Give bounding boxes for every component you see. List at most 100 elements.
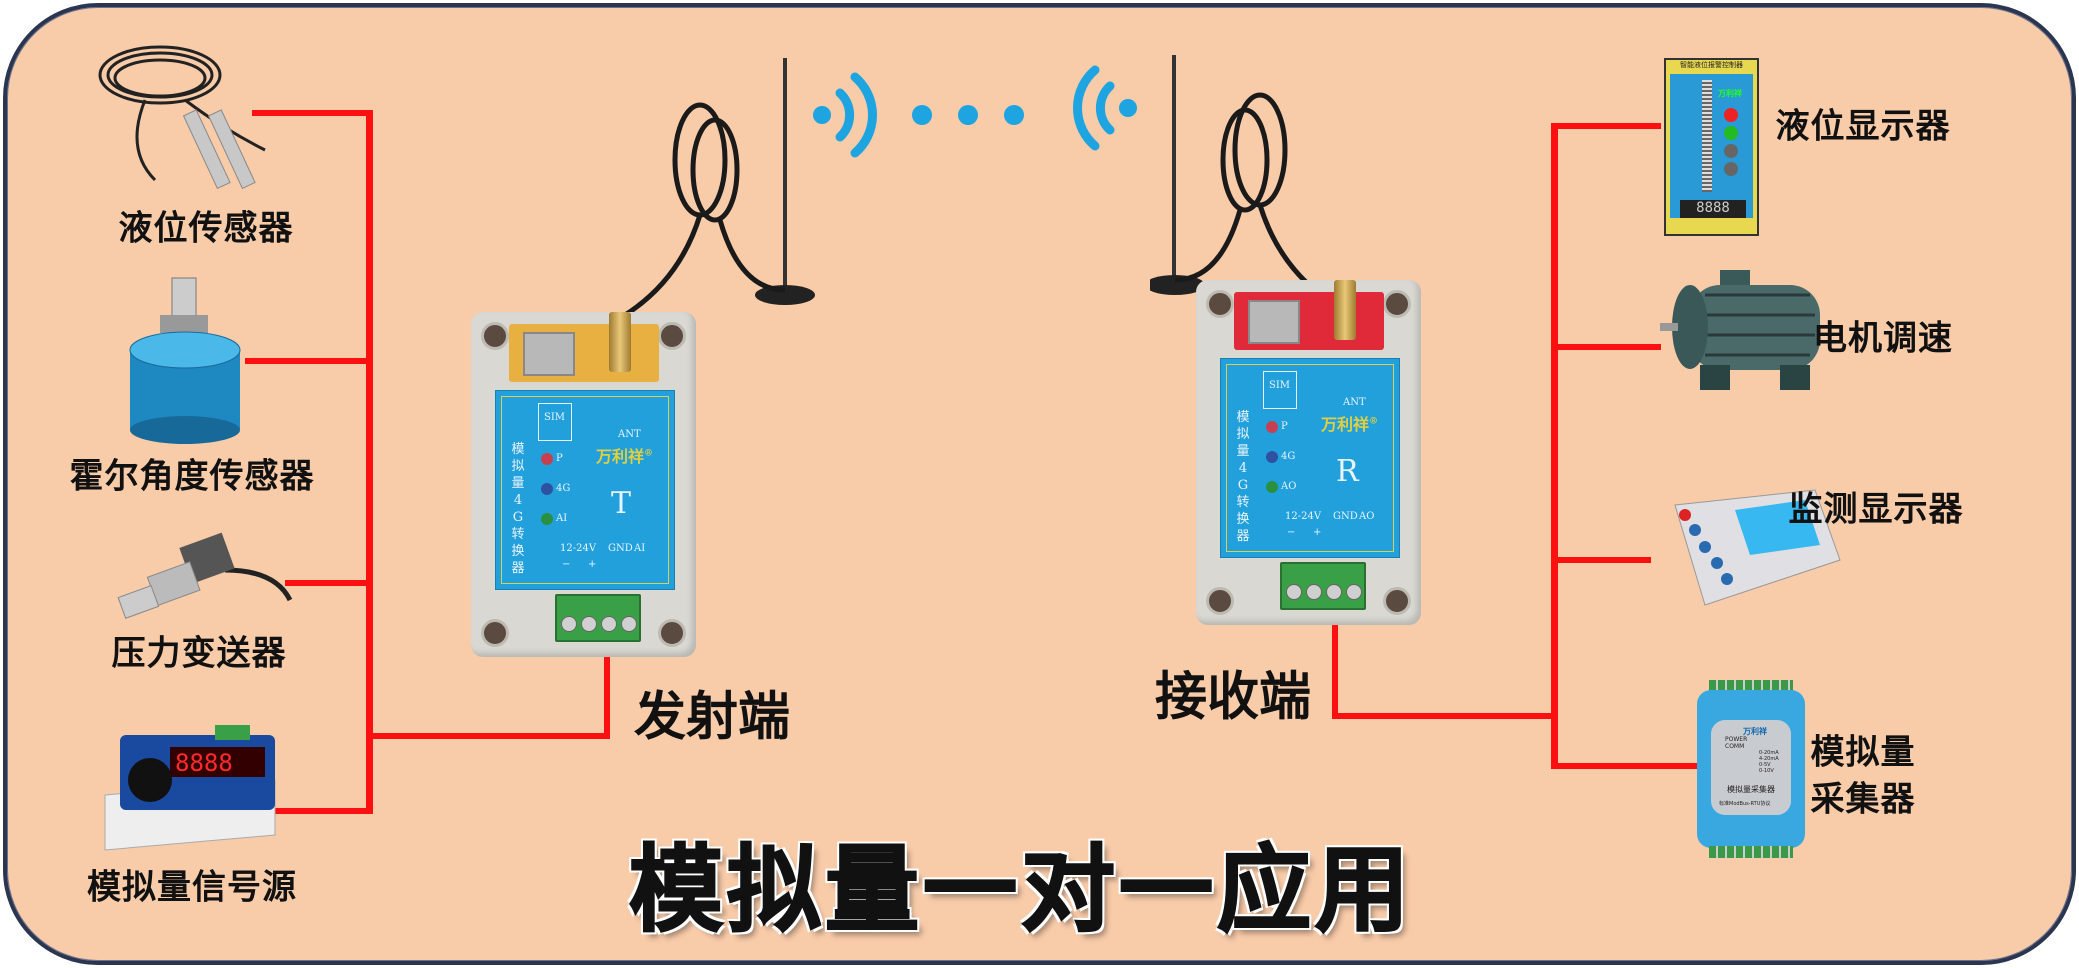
wire-stub-3 — [285, 580, 372, 586]
device-name: 模拟量4G转换器 — [511, 442, 525, 576]
signal-dot — [958, 105, 978, 125]
level-display-brand: 万利祥 — [1718, 89, 1742, 98]
label-level-sensor: 液位传感器 — [118, 208, 294, 249]
signal-waves-left-icon — [813, 72, 877, 158]
page-title: 模拟量一对一应用 — [628, 835, 1414, 946]
brand-logo: 万利祥® — [1321, 415, 1379, 434]
mount-hole — [481, 322, 509, 350]
label-level-display: 液位显示器 — [1775, 106, 1951, 147]
mode-letter: R — [1336, 454, 1359, 489]
label-signal-source: 模拟量信号源 — [87, 867, 297, 908]
pcb-window — [509, 312, 659, 382]
left-bus-wire — [366, 110, 373, 814]
wire-receiver-down — [1332, 620, 1338, 719]
collector-comm-label: COMM — [1725, 743, 1745, 750]
transmitter-caption: 发射端 — [633, 687, 791, 748]
power-led — [1266, 421, 1278, 433]
io-led — [1266, 481, 1278, 493]
receiver-antenna-cable-icon — [1150, 92, 1337, 308]
power-led — [541, 453, 553, 465]
wire-stub-1 — [252, 110, 372, 116]
device-name: 模拟量4G转换器 — [1236, 410, 1250, 544]
led-p-label: P — [1281, 421, 1288, 432]
led-4g-label: 4G — [1281, 451, 1296, 462]
minus-label: − — [562, 559, 571, 570]
label-analog-collector-line2: 采集器 — [1810, 779, 1916, 820]
mount-hole — [1206, 290, 1234, 318]
signal-source-icon: 8888 — [104, 725, 276, 851]
wire-to-transmitter — [366, 733, 610, 739]
io-led — [541, 513, 553, 525]
minus-label: − — [1287, 527, 1296, 538]
brand-logo: 万利祥® — [596, 447, 654, 466]
receiver-antenna-whip — [1172, 55, 1176, 285]
pcb-window — [1234, 280, 1384, 350]
antenna-connector — [1334, 280, 1356, 340]
mode-letter: T — [611, 486, 632, 521]
sim-slot — [1248, 300, 1300, 344]
transmitter-antenna-whip — [783, 58, 787, 288]
pressure-transmitter-icon — [117, 532, 293, 619]
receiver-caption: 接收端 — [1154, 667, 1312, 728]
wire-transmitter-up — [604, 636, 610, 739]
ant-label: ANT — [618, 429, 641, 440]
gnd-label: GND — [1333, 511, 1358, 522]
wire-stub-r4 — [1551, 763, 1701, 769]
antenna-connector — [609, 312, 631, 372]
collector-power-label: POWER — [1725, 736, 1748, 743]
wire-stub-r1 — [1551, 123, 1661, 129]
wire-stub-r3 — [1551, 557, 1651, 563]
4g-led — [541, 483, 553, 495]
collector-range: 0-10V — [1759, 768, 1774, 774]
voltage-label: 12-24V — [1285, 511, 1322, 522]
collector-range: 0-20mA — [1759, 750, 1779, 756]
wire-to-right-bus — [1332, 713, 1557, 719]
gnd-label: GND — [608, 543, 633, 554]
level-display-icon: 智能液位报警控制器 万利祥 8888 — [1664, 58, 1759, 236]
right-bus-wire — [1551, 123, 1558, 769]
plus-label: + — [588, 559, 597, 570]
label-pressure-transmitter: 压力变送器 — [111, 633, 287, 674]
ant-label: ANT — [1343, 397, 1366, 408]
receiver-device: SIM ANT 模拟量4G转换器 P 4G AO 万利祥® R 12-24V −… — [1196, 280, 1421, 625]
led-4g-label: 4G — [556, 483, 571, 494]
level-sensor-icon — [98, 45, 266, 190]
4g-led — [1266, 451, 1278, 463]
signal-dot — [912, 105, 932, 125]
level-display-digits: 8888 — [1680, 200, 1746, 218]
collector-range: 0-5V — [1759, 762, 1771, 768]
collector-brand: 万利祥 — [1743, 727, 1767, 736]
wire-stub-4 — [275, 808, 372, 814]
transmitter-device: SIM ANT 模拟量4G转换器 P 4G AI 万利祥® T 12-24V −… — [471, 312, 696, 657]
io-label: AO — [1359, 511, 1375, 522]
sim-label: SIM — [1263, 371, 1297, 409]
mount-hole — [658, 322, 686, 350]
led-p-label: P — [556, 453, 563, 464]
svg-text:8888: 8888 — [175, 749, 233, 777]
voltage-label: 12-24V — [560, 543, 597, 554]
plus-label: + — [1313, 527, 1322, 538]
hall-angle-sensor-icon — [129, 277, 241, 444]
label-analog-collector-line1: 模拟量 — [1810, 732, 1916, 773]
transmitter-antenna-cable-icon — [623, 102, 815, 318]
signal-waves-right-icon — [1073, 65, 1137, 151]
device-panel: SIM ANT 模拟量4G转换器 P 4G AO 万利祥® R 12-24V −… — [1220, 358, 1400, 558]
wire-stub-2 — [245, 358, 372, 364]
motor-icon — [1660, 270, 1820, 390]
mount-hole — [658, 619, 686, 647]
wire-stub-r2 — [1551, 344, 1661, 350]
label-hall-angle-sensor: 霍尔角度传感器 — [69, 456, 315, 497]
device-panel: SIM ANT 模拟量4G转换器 P 4G AI 万利祥® T 12-24V −… — [495, 390, 675, 590]
collector-protocol: 标准ModBus-RTU协议 — [1719, 801, 1771, 807]
mount-hole — [481, 619, 509, 647]
analog-collector-icon: 万利祥 POWER COMM 0-20mA 4-20mA 0-5V 0-10V … — [1697, 680, 1805, 858]
terminal-block — [555, 594, 641, 642]
sim-slot — [523, 332, 575, 376]
sim-label: SIM — [538, 403, 572, 441]
mount-hole — [1206, 587, 1234, 615]
led-io-label: AO — [1281, 481, 1297, 492]
collector-name: 模拟量采集器 — [1727, 785, 1775, 794]
led-io-label: AI — [556, 513, 568, 524]
level-display-header: 智能液位报警控制器 — [1680, 61, 1743, 69]
mount-hole — [1383, 587, 1411, 615]
